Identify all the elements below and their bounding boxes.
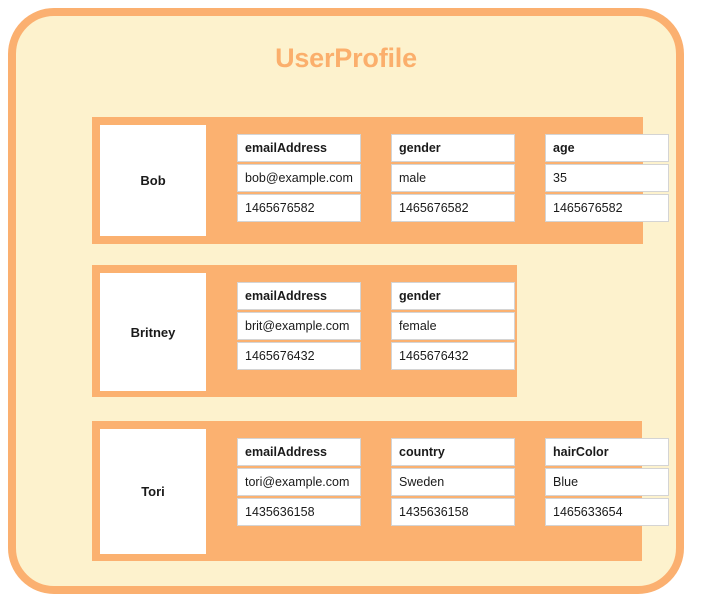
field-meta-cell: 1465676582 — [237, 194, 361, 222]
user-name-box: Bob — [100, 125, 206, 236]
field-column: emailAddress brit@example.com 1465676432 — [237, 282, 361, 370]
field-meta-cell: 1435636158 — [237, 498, 361, 526]
field-value-cell: 35 — [545, 164, 669, 192]
user-record-row[interactable]: Bob emailAddress bob@example.com 1465676… — [92, 117, 669, 244]
field-value-cell: Sweden — [391, 468, 515, 496]
field-key-cell: age — [545, 134, 669, 162]
field-column: hairColor Blue 1465633654 — [545, 438, 669, 526]
field-value-cell: Blue — [545, 468, 669, 496]
user-record-row[interactable]: Britney emailAddress brit@example.com 14… — [92, 265, 517, 397]
field-key-cell: gender — [391, 134, 515, 162]
field-value-cell: male — [391, 164, 515, 192]
field-key-cell: emailAddress — [237, 134, 361, 162]
field-value-cell: bob@example.com — [237, 164, 361, 192]
user-record-row[interactable]: Tori emailAddress tori@example.com 14356… — [92, 421, 669, 561]
field-meta-cell: 1465676432 — [391, 342, 515, 370]
field-column: emailAddress bob@example.com 1465676582 — [237, 134, 361, 222]
field-key-cell: gender — [391, 282, 515, 310]
field-meta-cell: 1465676432 — [237, 342, 361, 370]
user-name-box: Tori — [100, 429, 206, 554]
page-title: UserProfile — [275, 43, 417, 73]
field-meta-cell: 1465676582 — [391, 194, 515, 222]
user-fields-group: emailAddress tori@example.com 1435636158… — [206, 429, 669, 553]
field-value-cell: female — [391, 312, 515, 340]
user-fields-group: emailAddress bob@example.com 1465676582 … — [206, 125, 669, 236]
field-meta-cell: 1465633654 — [545, 498, 669, 526]
field-key-cell: emailAddress — [237, 282, 361, 310]
field-key-cell: country — [391, 438, 515, 466]
field-key-cell: hairColor — [545, 438, 669, 466]
field-column: country Sweden 1435636158 — [391, 438, 515, 526]
field-column: gender male 1465676582 — [391, 134, 515, 222]
user-name-box: Britney — [100, 273, 206, 391]
field-column: gender female 1465676432 — [391, 282, 515, 370]
user-profile-container: UserProfile Bob emailAddress bob@example… — [8, 8, 684, 594]
field-value-cell: brit@example.com — [237, 312, 361, 340]
field-column: emailAddress tori@example.com 1435636158 — [237, 438, 361, 526]
user-fields-group: emailAddress brit@example.com 1465676432… — [206, 273, 515, 389]
field-key-cell: emailAddress — [237, 438, 361, 466]
field-meta-cell: 1465676582 — [545, 194, 669, 222]
field-column: age 35 1465676582 — [545, 134, 669, 222]
field-meta-cell: 1435636158 — [391, 498, 515, 526]
field-value-cell: tori@example.com — [237, 468, 361, 496]
